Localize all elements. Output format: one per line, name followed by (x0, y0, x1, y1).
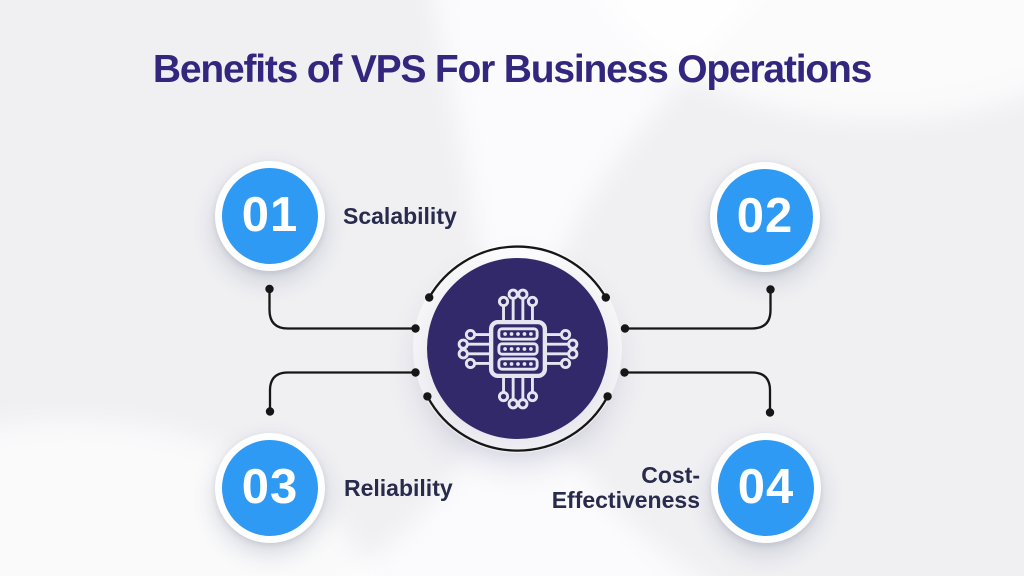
connector-step-03 (268, 371, 414, 410)
step-number: 01 (241, 187, 299, 242)
ring-arc-bottom (426, 395, 609, 452)
step-badge-01: 01 (215, 161, 325, 271)
page-title: Benefits of VPS For Business Operations (152, 48, 872, 91)
background-hourglass-bottom (344, 390, 698, 576)
step-badge-04: 04 (711, 433, 821, 543)
step-label-cost-effectiveness: Cost- Effectiveness (552, 463, 700, 513)
connector-step-01 (268, 290, 414, 330)
step-label-line1: Cost- (641, 462, 700, 488)
vps-center-node (427, 258, 608, 439)
circuit-chip-icon (457, 288, 578, 409)
step-number: 03 (241, 459, 299, 514)
ring-arc-top (428, 245, 607, 299)
connector-end-dots (265, 284, 775, 417)
step-number: 04 (737, 459, 795, 514)
connector-step-02 (626, 291, 772, 330)
background-glow-top-right (601, 0, 1024, 120)
step-badge-02: 02 (710, 162, 820, 272)
step-label-scalability: Scalability (343, 203, 457, 229)
step-badge-03: 03 (215, 433, 325, 543)
step-label-line2: Effectiveness (551, 487, 700, 513)
connector-step-04 (626, 371, 772, 411)
background-hourglass-top (433, 0, 761, 300)
step-number: 02 (736, 188, 794, 243)
step-label-reliability: Reliability (344, 475, 453, 501)
